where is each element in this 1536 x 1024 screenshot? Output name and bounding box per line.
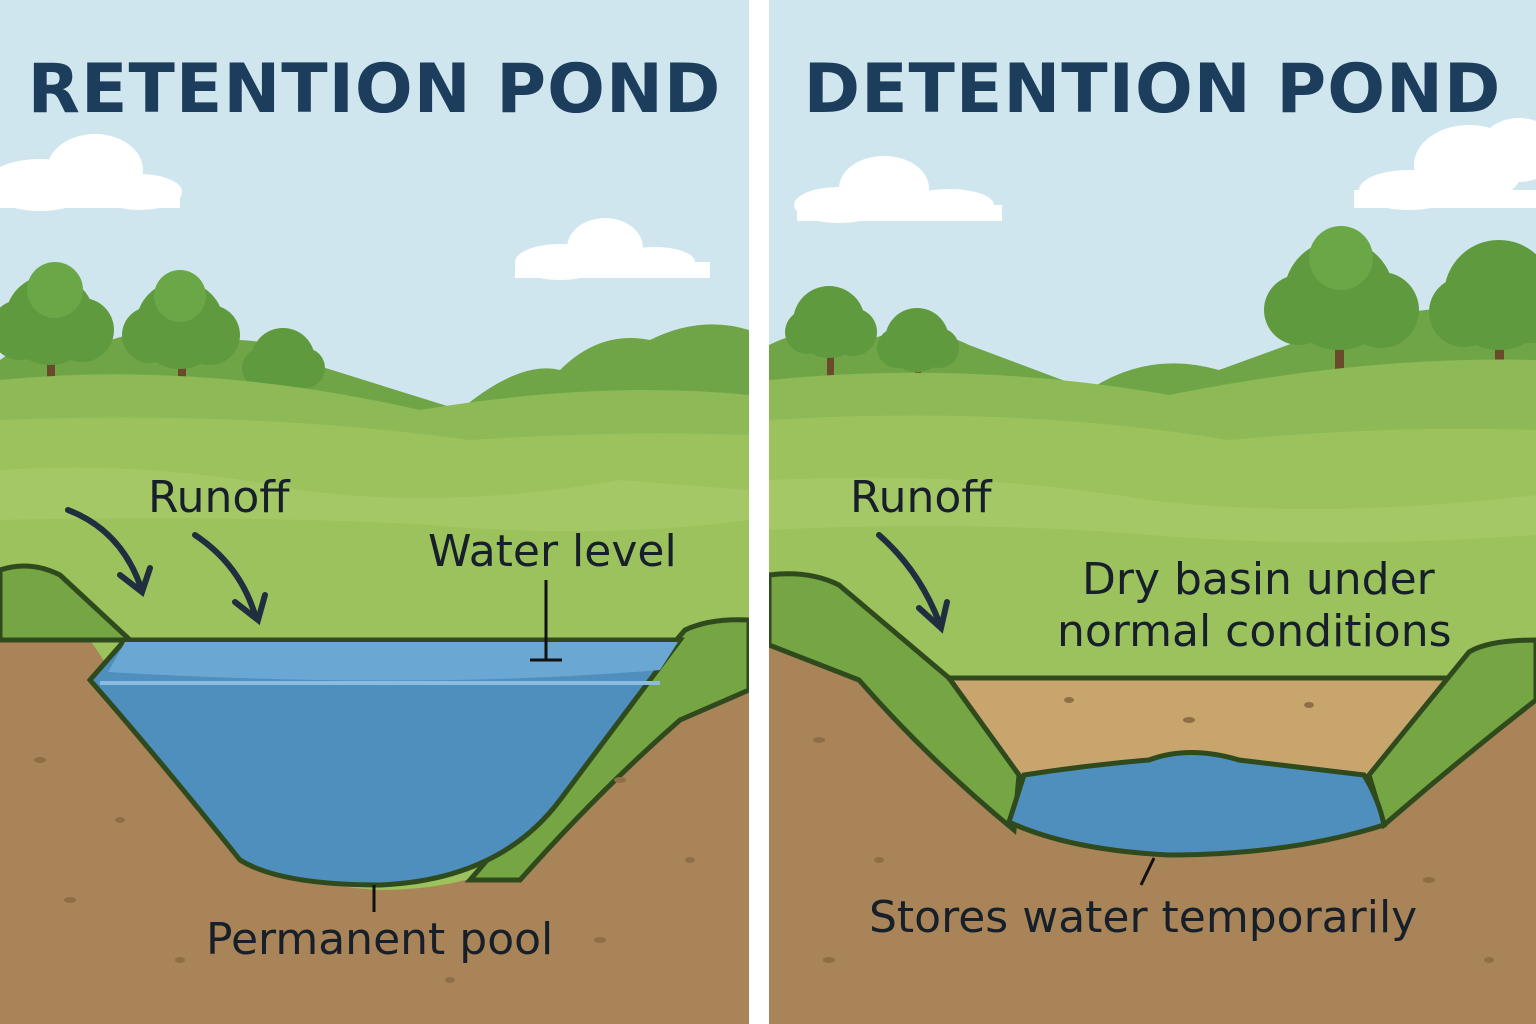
left-embankment: [0, 563, 137, 643]
runoff-arrow-icon: [65, 507, 153, 597]
detention-runoff-label: Runoff: [850, 472, 992, 523]
dry-basin-label-line1: Dry basin under: [1082, 554, 1435, 605]
soil-speckles: [813, 697, 1494, 963]
retention-runoff-label: Runoff: [148, 472, 290, 523]
dry-basin-label-line2: normal conditions: [1057, 606, 1452, 657]
retention-pond-panel: RETENTION POND Runoff Water level Perman…: [0, 0, 749, 1024]
soil-speckles: [34, 757, 695, 983]
stores-water-label: Stores water temporarily: [869, 892, 1418, 943]
detention-pond-panel: DETENTION POND Runoff Dry basin under no…: [769, 0, 1536, 1024]
retention-pond-illustration: [0, 0, 749, 1024]
left-embankment: [769, 571, 1022, 835]
cloud: [794, 156, 1002, 223]
runoff-arrow-icon: [876, 532, 950, 634]
tree: [877, 308, 959, 400]
retention-title: RETENTION POND: [27, 50, 722, 129]
pond-water: [86, 637, 685, 888]
meadow-stripe: [0, 467, 749, 532]
tree: [242, 328, 325, 410]
temporary-water: [1005, 750, 1387, 858]
cloud: [0, 134, 182, 211]
cloud: [515, 218, 710, 280]
runoff-arrow-icon: [192, 532, 268, 626]
detention-pond-illustration: [769, 0, 1536, 1024]
stores-marker: [1139, 857, 1156, 886]
water-surface: [108, 642, 678, 681]
water-level-label: Water level: [428, 526, 677, 577]
detention-title: DETENTION POND: [803, 50, 1502, 129]
cloud: [1354, 118, 1536, 210]
permanent-pool-label: Permanent pool: [206, 914, 554, 965]
tree: [1264, 226, 1419, 430]
soil: [769, 645, 1536, 1024]
tree: [785, 286, 877, 395]
panel-divider: [749, 0, 769, 1024]
soil: [0, 640, 749, 1024]
meadow-stripe: [769, 477, 1536, 543]
tree: [0, 262, 114, 420]
right-embankment: [1366, 637, 1536, 830]
